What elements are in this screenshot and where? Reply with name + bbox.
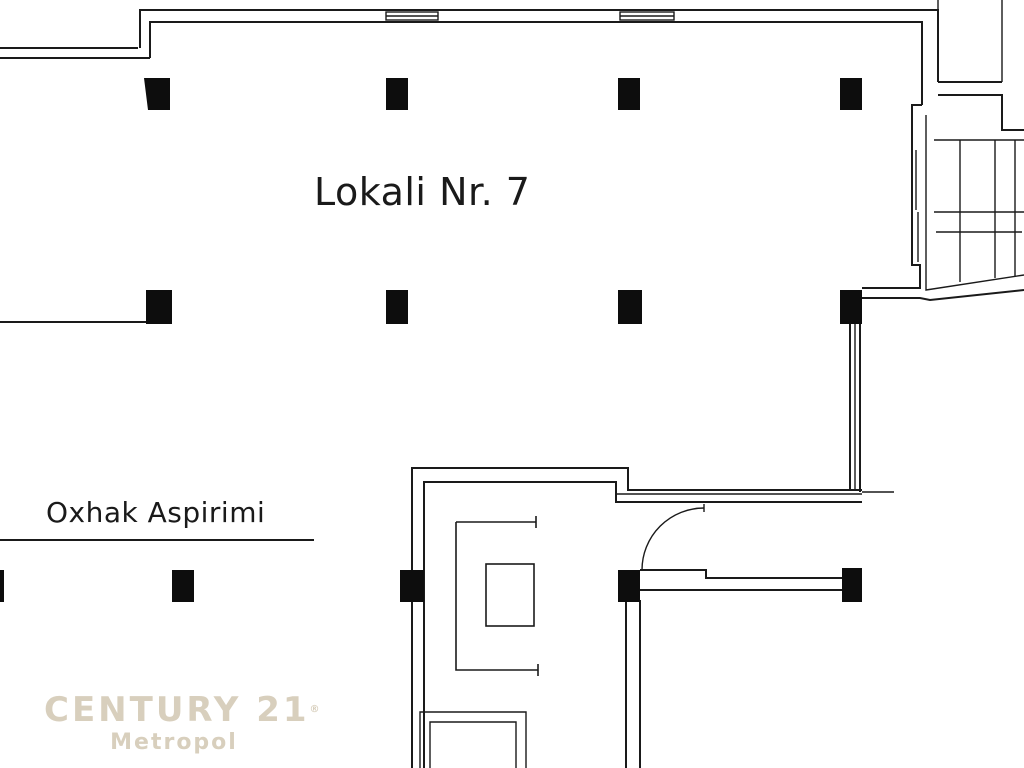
column: [386, 290, 408, 324]
column: [144, 78, 170, 110]
century21-watermark-logo: CENTURY 21® Metropol: [44, 690, 320, 756]
service-core-walls: [411, 467, 862, 768]
column: [172, 570, 194, 602]
column: [618, 290, 642, 324]
stair-area: [862, 94, 1024, 291]
window-top-left: [385, 11, 439, 21]
kitchen-fixtures: [455, 516, 539, 676]
column: [400, 570, 424, 602]
column: [842, 568, 862, 602]
column: [840, 290, 862, 324]
column: [386, 78, 408, 110]
chimney-label: Oxhak Aspirimi: [46, 496, 266, 529]
right-facade: [849, 289, 1024, 493]
column: [146, 290, 172, 324]
logo-registered-mark: ®: [309, 704, 320, 715]
column: [840, 78, 862, 110]
column: [618, 78, 640, 110]
window-top-right: [619, 11, 675, 21]
exterior-walls: [0, 0, 1003, 105]
logo-brand: CENTURY 21®: [44, 690, 320, 730]
logo-office: Metropol: [110, 730, 238, 755]
logo-brand-text: CENTURY 21: [44, 690, 310, 730]
column: [0, 570, 4, 602]
door-swing: [641, 504, 705, 571]
column: [618, 570, 640, 602]
room-label: Lokali Nr. 7: [314, 170, 531, 214]
structural-columns: [0, 78, 862, 602]
